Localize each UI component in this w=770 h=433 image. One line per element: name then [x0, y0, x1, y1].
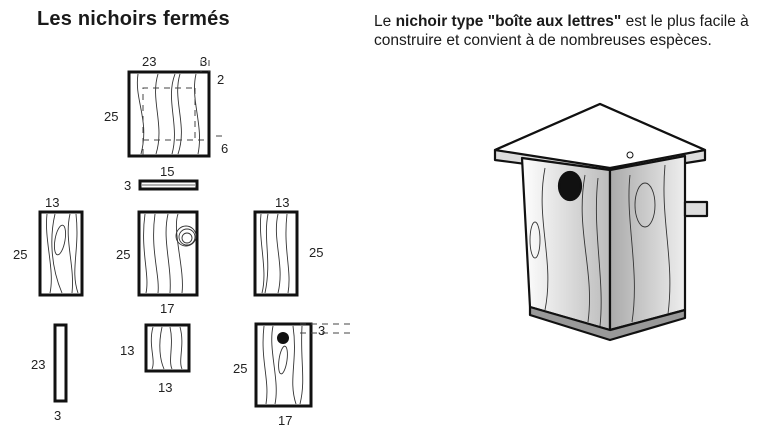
front-panel: 3 25 17 [233, 322, 355, 428]
side-right-panel: 13 25 [253, 195, 323, 297]
dim-front-height: 25 [233, 361, 247, 376]
dim-roof-top: 2 [217, 72, 224, 87]
dim-side-left-height: 25 [13, 247, 27, 262]
dim-side-right-width: 13 [275, 195, 289, 210]
cleat-panel: 23 3 [31, 323, 68, 423]
dim-side-right-height: 25 [309, 245, 323, 260]
side-left-panel: 13 25 [13, 195, 84, 297]
description-text: Le nichoir type "boîte aux lettres" est … [374, 12, 764, 50]
dim-cleat-height: 23 [31, 357, 45, 372]
desc-suffix: est le plus facile à construire et convi… [374, 13, 749, 49]
dim-roof-width: 23 [142, 54, 156, 69]
dim-strip-height: 3 [124, 178, 131, 193]
roof-panel: 23 3 2 25 6 [104, 54, 228, 158]
dim-front-hole: 3 [318, 323, 325, 338]
floor-panel: 13 13 [120, 323, 191, 395]
back-panel: 25 17 [116, 210, 199, 316]
desc-prefix: Le [374, 13, 396, 30]
page-title: Les nichoirs fermés [37, 8, 230, 30]
dim-front-width: 17 [278, 413, 292, 428]
birdhouse-illustration [493, 102, 709, 342]
dim-strip-width: 15 [160, 164, 174, 179]
dim-side-left-width: 13 [45, 195, 59, 210]
dim-back-width: 17 [160, 301, 174, 316]
desc-bold: nichoir type "boîte aux lettres" [395, 13, 622, 30]
dim-back-height: 25 [116, 247, 130, 262]
dim-roof-overhang: 3 [200, 54, 207, 69]
dim-floor-height: 13 [120, 343, 134, 358]
dim-roof-bottom: 6 [221, 141, 228, 156]
strip-panel: 15 3 [124, 164, 199, 193]
dim-cleat-width: 3 [54, 408, 61, 423]
dim-roof-height: 25 [104, 109, 118, 124]
dim-floor-width: 13 [158, 380, 172, 395]
entrance-hole [277, 332, 289, 344]
